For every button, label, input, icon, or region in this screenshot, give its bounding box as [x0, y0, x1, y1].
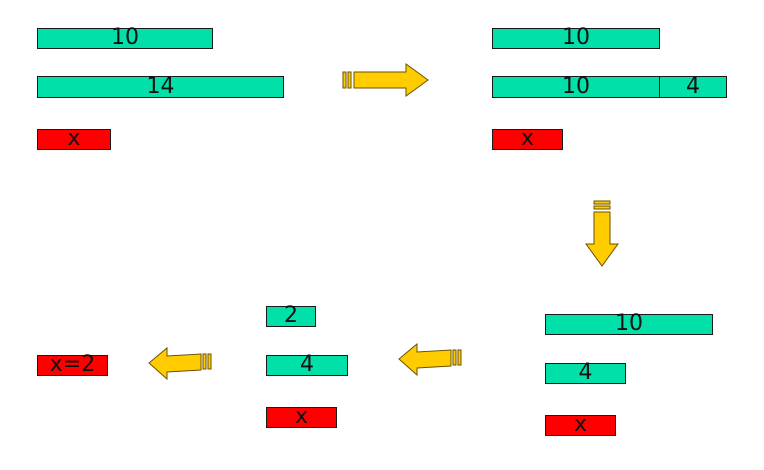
panel1-bar-14: 14	[37, 73, 284, 99]
panel1-bar-14-label: 14	[146, 73, 175, 99]
panel2-segment-10-label: 10	[562, 73, 590, 99]
panel1-bar-10-label: 10	[111, 25, 139, 50]
arrow-left-icon	[398, 342, 462, 377]
panel4-bar-2-label: 2	[284, 303, 298, 328]
arrow-right-icon	[342, 63, 429, 97]
panel2-bar-x-label: x	[520, 126, 535, 151]
panel3-bar-10-label: 10	[615, 311, 643, 336]
panel1-bar-10: 10	[37, 25, 213, 50]
panel4-bar-4: 4	[266, 352, 348, 377]
arrow-down-icon	[585, 200, 619, 267]
panel2-split-bar: 10 4	[492, 73, 727, 99]
panel4-bar-x: x	[266, 404, 337, 429]
panel1-bar-x-label: x	[67, 126, 81, 151]
panel4-bar-2: 2	[266, 303, 316, 328]
panel4-bar-4-label: 4	[300, 352, 314, 377]
panel4-bar-x-label: x	[294, 404, 309, 429]
panel2-segment-4-label: 4	[686, 73, 700, 99]
panel3-bar-x: x	[545, 412, 616, 437]
panel2-bar-segment-10: 10	[492, 73, 660, 99]
panel3-bar-10: 10	[545, 311, 713, 336]
arrow-left-icon	[148, 346, 212, 381]
panel3-bar-4-label: 4	[578, 360, 593, 385]
result-bar: x=2	[37, 352, 108, 377]
result-label: x=2	[49, 352, 96, 377]
panel2-bar-x: x	[492, 126, 563, 151]
panel1-bar-x: x	[37, 126, 111, 151]
panel2-bar-segment-4: 4	[659, 73, 727, 99]
panel2-bar-10-label: 10	[562, 25, 590, 50]
panel2-bar-10: 10	[492, 25, 660, 50]
panel3-bar-x-label: x	[573, 412, 588, 437]
panel3-bar-4: 4	[545, 360, 626, 385]
